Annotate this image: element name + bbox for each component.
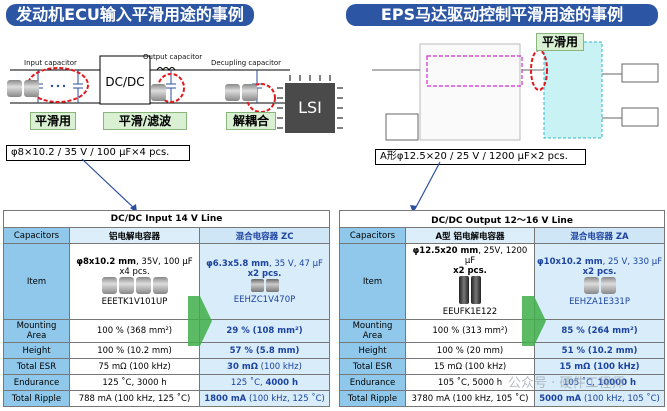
dcdc-block-label: DC/DC (105, 75, 145, 89)
left-spec-box: φ8×10.2 / 35 V / 100 μF×4 pcs. (6, 145, 190, 161)
left-banner: 发动机ECU输入平滑用途的事例 (6, 4, 254, 26)
tag-right-smoothing: 平滑用 (536, 33, 584, 51)
left-new-esr-value: 30 mΩ (227, 361, 258, 372)
right-table-title: DC/DC Output 12～16 V Line (338, 210, 666, 228)
right-new-mounting-value: 85 % (264 mm²) (561, 326, 638, 336)
row-label-ripple: Total Ripple (339, 390, 406, 407)
decoupling-cap-images (224, 84, 258, 105)
left-old-endurance: 125 ˚C, 3000 h (69, 374, 200, 391)
left-green-arrow (188, 296, 212, 346)
left-new-mounting: 29 % (108 mm²) (198, 319, 331, 343)
right-new-capacitor: 混合电容器 ZA (533, 227, 666, 244)
right-new-endurance: 105 ˚C, 10000 h (533, 374, 666, 391)
right-new-qty: x2 pcs. (582, 266, 617, 277)
right-old-capacitor: A型 铝电解电容器 (405, 227, 535, 244)
right-banner: EPS马达驱动控制平滑用途的事例 (346, 4, 658, 26)
row-label-item: Item (339, 243, 406, 320)
left-old-size: φ8x10.2 mm (76, 256, 137, 267)
right-new-part: EEHZA1E331P (569, 296, 630, 307)
right-new-size: φ10x10.2 mm (537, 256, 603, 267)
right-new-esr: 15 mΩ (100 kHz) (533, 358, 666, 375)
right-new-ripple-value: 5000 mA (539, 393, 582, 404)
left-old-height: 100 % (10.2 mm) (69, 342, 200, 359)
row-label-mounting: Mounting Area (339, 319, 406, 343)
left-old-esr: 75 mΩ (100 kHz) (69, 358, 200, 375)
lsi-label: LSI (298, 98, 322, 117)
right-new-spec: , 25 V, 330 μF (602, 256, 662, 267)
right-new-endurance-hours: 10000 h (597, 377, 637, 388)
lsi-chip (285, 83, 335, 133)
right-old-part: EEUFK1E122 (442, 307, 498, 317)
row-label-height: Height (3, 342, 70, 359)
left-new-ripple: 1800 mA (100 kHz, 125 ˚C) (198, 390, 331, 407)
tag-smoothing: 平滑用 (30, 112, 76, 130)
right-green-arrow (522, 296, 546, 346)
output-capacitor-label: Output capacitor (143, 53, 203, 61)
row-label-item: Item (3, 243, 70, 320)
left-new-spec: , 35 V, 47 μF (268, 258, 323, 269)
input-capacitor-label: Input capacitor (24, 59, 77, 67)
right-comparison-table: DC/DC Output 12～16 V Line Capacitors A型 … (338, 210, 666, 407)
left-new-endurance: 125 ˚C, 4000 h (198, 374, 331, 391)
row-label-esr: Total ESR (3, 358, 70, 375)
right-new-item: φ10x10.2 mm, 25 V, 330 μF x2 pcs. EEHZA1… (533, 243, 666, 320)
left-new-capacitor: 混合电容器 ZC (198, 227, 331, 244)
row-label-mounting: Mounting Area (3, 319, 70, 343)
left-old-part: EEETK1V101UP (101, 296, 168, 307)
decoupling-capacitor-label: Decupling capacitor (211, 59, 281, 67)
right-old-spec: , 25V, 1200 μF (464, 246, 528, 266)
right-new-height-value: 51 % (10.2 mm) (561, 345, 638, 356)
right-spec-box: A形φ12.5×20 / 25 V / 1200 μF×2 pcs. (375, 149, 586, 165)
left-comparison-table: DC/DC Input 14 V Line Capacitors 铝电解电容器 … (2, 210, 331, 407)
right-new-ripple-cond: (100 kHz, 105 ˚C) (581, 393, 660, 404)
left-new-ripple-value: 1800 mA (204, 393, 247, 404)
left-table-title: DC/DC Input 14 V Line (2, 210, 331, 228)
right-old-endurance: 105 ˚C, 5000 h (405, 374, 535, 391)
right-old-qty: x2 pcs. (453, 266, 487, 276)
output-cap-image (150, 84, 167, 105)
row-label-endurance: Endurance (3, 374, 70, 391)
row-label-height: Height (339, 342, 406, 359)
left-new-mounting-value: 29 % (108 mm²) (226, 326, 303, 336)
right-circuit-diagram (372, 41, 659, 141)
right-new-endurance-temp: 105 ˚C, (562, 377, 598, 388)
left-old-ripple: 788 mA (100 kHz, 125 ˚C) (69, 390, 200, 407)
left-new-esr: 30 mΩ (100 kHz) (198, 358, 331, 375)
left-new-height: 57 % (5.8 mm) (198, 342, 331, 359)
left-new-item: φ6.3x5.8 mm, 35 V, 47 μF x2 pcs. EEHZC1V… (198, 243, 331, 320)
right-new-mounting: 85 % (264 mm²) (533, 319, 666, 343)
connector-arrows (81, 158, 441, 213)
right-old-size: φ12.5x20 mm (412, 246, 479, 256)
left-old-capacitor: 铝电解电容器 (69, 227, 200, 244)
left-new-endurance-temp: 125 ˚C, (230, 377, 266, 388)
row-label-esr: Total ESR (339, 358, 406, 375)
left-new-part: EEHZC1V470P (233, 294, 296, 305)
right-old-ripple: 3780 mA (100 kHz, 105 ˚C) (405, 390, 535, 407)
left-new-endurance-hours: 4000 h (265, 377, 299, 388)
row-label-capacitors: Capacitors (339, 227, 406, 244)
row-label-capacitors: Capacitors (3, 227, 70, 244)
left-new-size: φ6.3x5.8 mm (206, 258, 269, 269)
right-old-item: φ12.5x20 mm, 25V, 1200 μF x2 pcs. EEUFK1… (405, 243, 535, 320)
left-old-mounting: 100 % (368 mm²) (69, 319, 200, 343)
tag-decoupling: 解耦合 (226, 112, 276, 130)
left-new-ripple-cond: (100 kHz, 125 ˚C) (246, 393, 325, 404)
input-cap-images (6, 80, 40, 101)
right-new-ripple: 5000 mA (100 kHz, 105 ˚C) (533, 390, 666, 407)
row-label-endurance: Endurance (339, 374, 406, 391)
left-new-qty: x2 pcs. (247, 268, 282, 279)
right-old-mounting: 100 % (313 mm²) (405, 319, 535, 343)
watermark: 公众号 · 硬件工程师 (508, 376, 625, 391)
left-old-item: φ8x10.2 mm, 35V, 100 μF x4 pcs. EEETK1V1… (69, 243, 200, 320)
right-new-height: 51 % (10.2 mm) (533, 342, 666, 359)
row-label-ripple: Total Ripple (3, 390, 70, 407)
right-old-height: 100 % (20 mm) (405, 342, 535, 359)
tag-smoothing-filter: 平滑/滤波 (103, 112, 187, 130)
left-new-height-value: 57 % (5.8 mm) (229, 345, 300, 356)
right-new-esr-value: 15 mΩ (100 kHz) (559, 361, 640, 372)
left-new-esr-freq: (100 kHz) (257, 361, 302, 372)
left-old-spec: , 35V, 100 μF x4 pcs. (119, 256, 193, 277)
